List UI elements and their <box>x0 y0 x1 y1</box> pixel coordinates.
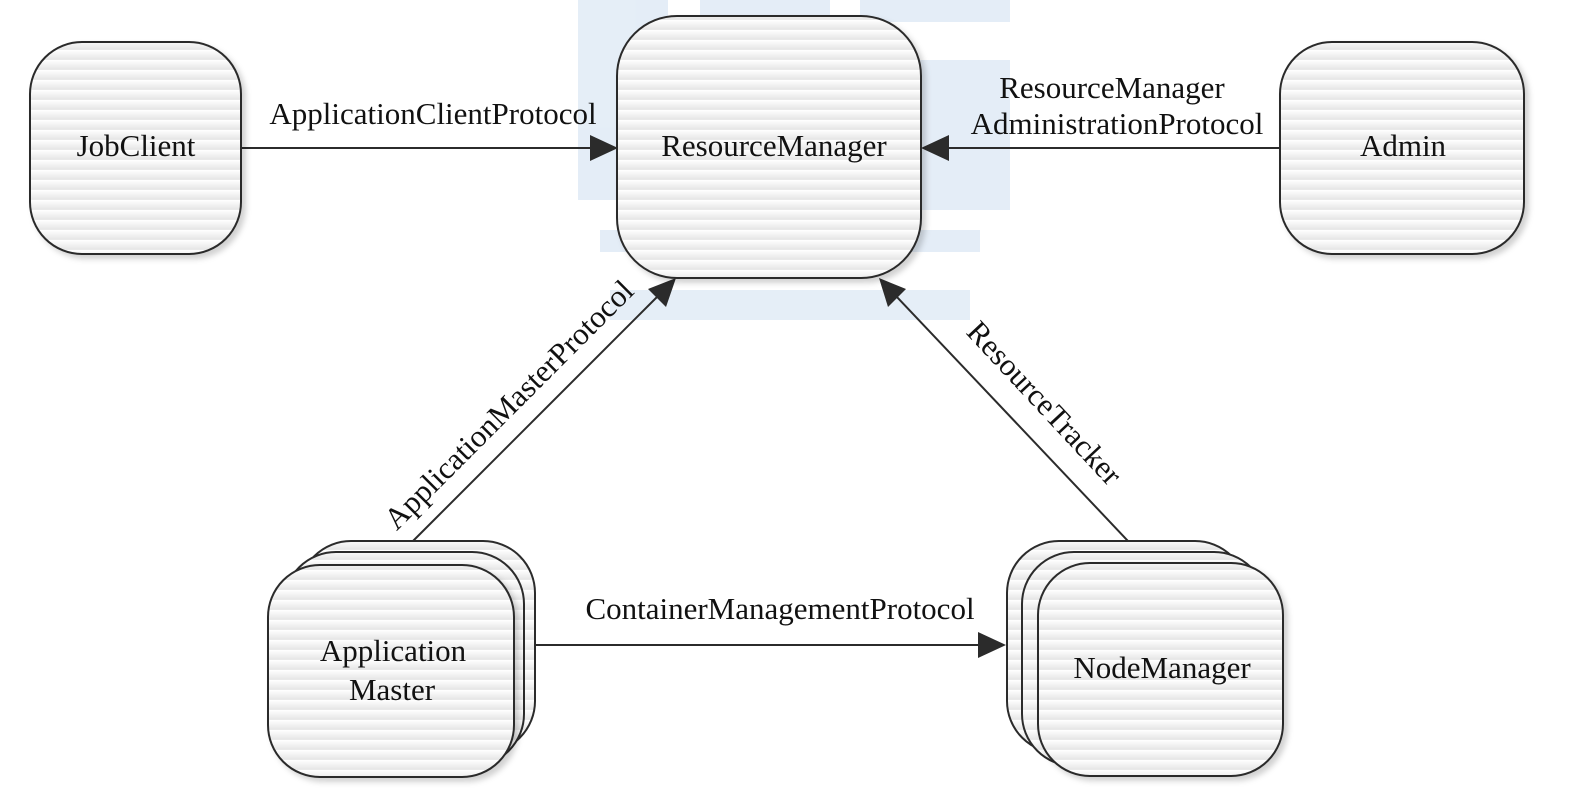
arrowhead-icon <box>978 632 1006 658</box>
application-client-protocol-label: ApplicationClientProtocol <box>269 96 596 131</box>
application-master-protocol-label: ApplicationMasterProtocol <box>377 273 640 536</box>
admin-label: Admin <box>1360 128 1447 163</box>
application-master-label-line2: Master <box>349 672 436 707</box>
rm-admin-protocol-label-line1: ResourceManager <box>999 70 1225 105</box>
edge-applicationmaster-to-resourcemanager <box>412 278 676 542</box>
node-manager-label: NodeManager <box>1073 650 1251 685</box>
container-management-protocol-label: ContainerManagementProtocol <box>585 591 974 626</box>
arrowhead-icon <box>879 278 906 307</box>
resource-manager-box <box>616 15 922 279</box>
application-master-label-line1: Application <box>320 633 467 668</box>
node-application-master: Application Master <box>267 540 536 778</box>
application-master-box <box>267 564 515 778</box>
job-client-label: JobClient <box>77 128 196 163</box>
arrowhead-icon <box>921 135 949 161</box>
edge-nodemanager-to-resourcemanager <box>879 278 1129 542</box>
rm-admin-protocol-label-line2: AdministrationProtocol <box>971 106 1264 141</box>
arrowhead-icon <box>648 278 676 307</box>
arrowhead-icon <box>590 135 618 161</box>
resource-tracker-label: ResourceTracker <box>960 314 1130 492</box>
resource-manager-label: ResourceManager <box>661 128 887 163</box>
edge-line <box>896 296 1129 542</box>
job-client-box <box>29 41 242 255</box>
node-resource-manager: ResourceManager <box>616 15 922 279</box>
node-node-manager: NodeManager <box>1006 540 1284 777</box>
admin-box <box>1279 41 1525 255</box>
edge-applicationmaster-to-nodemanager <box>536 632 1006 658</box>
node-admin: Admin <box>1279 41 1525 255</box>
edge-jobclient-to-resourcemanager <box>241 135 618 161</box>
node-manager-box <box>1037 562 1284 777</box>
edge-line <box>412 296 658 542</box>
node-job-client: JobClient <box>29 41 242 255</box>
edge-admin-to-resourcemanager <box>921 135 1280 161</box>
